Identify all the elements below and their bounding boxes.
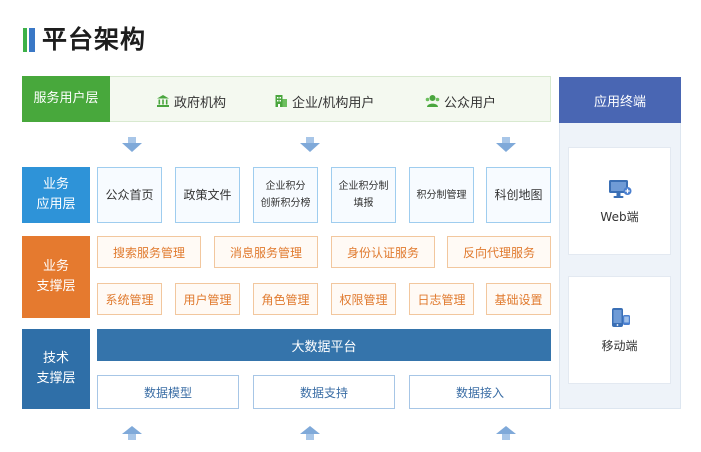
- app-layer-label: 业务应用层: [22, 167, 90, 223]
- support-layer-label-line1: 业务: [42, 259, 69, 274]
- tech-layer-label-line1: 技术: [42, 351, 69, 366]
- tech-layer-label-line2: 支撑层: [36, 371, 76, 386]
- terminal-mobile[interactable]: 移动端: [568, 276, 671, 384]
- app-item-line1: 科创地图: [494, 188, 543, 202]
- app-item-line1: 政策文件: [183, 188, 232, 202]
- up-arrow-icon: [298, 426, 322, 440]
- support-basic-settings[interactable]: 基础设置: [486, 283, 551, 315]
- support-log-management[interactable]: 日志管理: [409, 283, 474, 315]
- government-building-icon: [157, 95, 169, 107]
- support-system-management[interactable]: 系统管理: [97, 283, 162, 315]
- support-permission-management[interactable]: 权限管理: [331, 283, 396, 315]
- down-arrow-icon: [298, 137, 322, 153]
- title-accent-blue: [29, 28, 35, 52]
- terminal-web-label: Web端: [600, 209, 639, 224]
- app-item-points-filing[interactable]: 企业积分制填报: [331, 167, 396, 223]
- public-users-icon: [425, 95, 440, 107]
- app-layer-label-line2: 应用层: [36, 197, 76, 212]
- user-enterprise-label: 企业/机构用户: [292, 95, 375, 111]
- support-identity-auth[interactable]: 身份认证服务: [331, 236, 435, 268]
- support-layer-label-line2: 支撑层: [36, 279, 76, 294]
- tech-data-access[interactable]: 数据接入: [409, 375, 551, 409]
- user-public-label: 公众用户: [444, 95, 497, 111]
- tech-layer-label: 技术支撑层: [22, 329, 90, 409]
- terminal-web[interactable]: Web端: [568, 147, 671, 255]
- desktop-monitor-icon: [608, 179, 631, 198]
- tech-data-model[interactable]: 数据模型: [97, 375, 239, 409]
- user-government: 政府机构: [156, 92, 227, 111]
- app-item-line2: 创新积分榜: [260, 198, 311, 209]
- user-government-label: 政府机构: [174, 95, 227, 111]
- app-item-innovation-map[interactable]: 科创地图: [486, 167, 551, 223]
- page-title: 平台架构: [42, 25, 147, 54]
- support-reverse-proxy[interactable]: 反向代理服务: [447, 236, 551, 268]
- support-role-management[interactable]: 角色管理: [253, 283, 318, 315]
- tech-data-support[interactable]: 数据支持: [253, 375, 395, 409]
- user-enterprise: 企业/机构用户: [274, 92, 375, 111]
- app-item-points-management[interactable]: 积分制管理: [409, 167, 474, 223]
- user-public: 公众用户: [425, 92, 497, 111]
- big-data-platform[interactable]: 大数据平台: [97, 329, 551, 361]
- app-item-line1: 积分制管理: [416, 189, 467, 201]
- app-item-public-home[interactable]: 公众首页: [97, 167, 162, 223]
- service-layer-label: 服务用户层: [22, 76, 110, 122]
- title-accent-green: [23, 28, 27, 52]
- app-item-line1: 企业积分制: [338, 181, 389, 192]
- app-item-line2: 填报: [353, 198, 374, 209]
- app-item-line1: 公众首页: [105, 188, 154, 202]
- app-item-line1: 企业积分: [265, 181, 306, 192]
- app-item-enterprise-points-ranking[interactable]: 企业积分创新积分榜: [253, 167, 318, 223]
- support-layer-label: 业务支撑层: [22, 236, 90, 318]
- app-layer-label-line1: 业务: [42, 177, 69, 192]
- support-message-service[interactable]: 消息服务管理: [214, 236, 318, 268]
- terminal-mobile-label: 移动端: [601, 338, 638, 353]
- up-arrow-icon: [494, 426, 518, 440]
- enterprise-building-icon: [275, 95, 287, 107]
- down-arrow-icon: [120, 137, 144, 153]
- up-arrow-icon: [120, 426, 144, 440]
- app-item-policy-files[interactable]: 政策文件: [175, 167, 240, 223]
- support-search-service[interactable]: 搜索服务管理: [97, 236, 201, 268]
- terminal-header: 应用终端: [559, 77, 681, 123]
- mobile-device-icon: [611, 307, 630, 327]
- down-arrow-icon: [494, 137, 518, 153]
- support-user-management[interactable]: 用户管理: [175, 283, 240, 315]
